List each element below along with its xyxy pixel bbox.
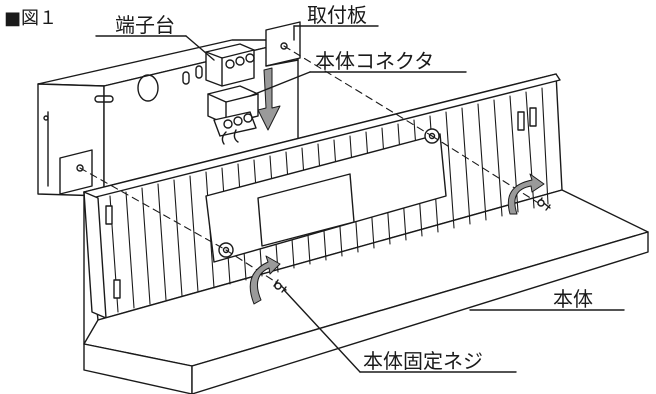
screw-icon (537, 197, 551, 211)
label-terminal-block: 端子台 (115, 13, 175, 37)
label-body-fixing-screw: 本体固定ネジ (363, 349, 483, 373)
main-body (83, 73, 649, 394)
label-mounting-plate: 取付板 (307, 3, 367, 27)
terminal-block (205, 43, 255, 87)
curved-rotation-arrow-icon (249, 255, 281, 305)
curved-rotation-arrow-icon (507, 173, 545, 215)
display-window (257, 173, 355, 247)
leader-lines (95, 25, 625, 373)
label-body: 本体 (553, 287, 593, 311)
label-body-connector: 本体コネクタ (315, 49, 435, 73)
alignment-lines (79, 45, 541, 287)
figure-title: ■図１ (4, 8, 58, 29)
down-arrow-icon (257, 67, 281, 131)
